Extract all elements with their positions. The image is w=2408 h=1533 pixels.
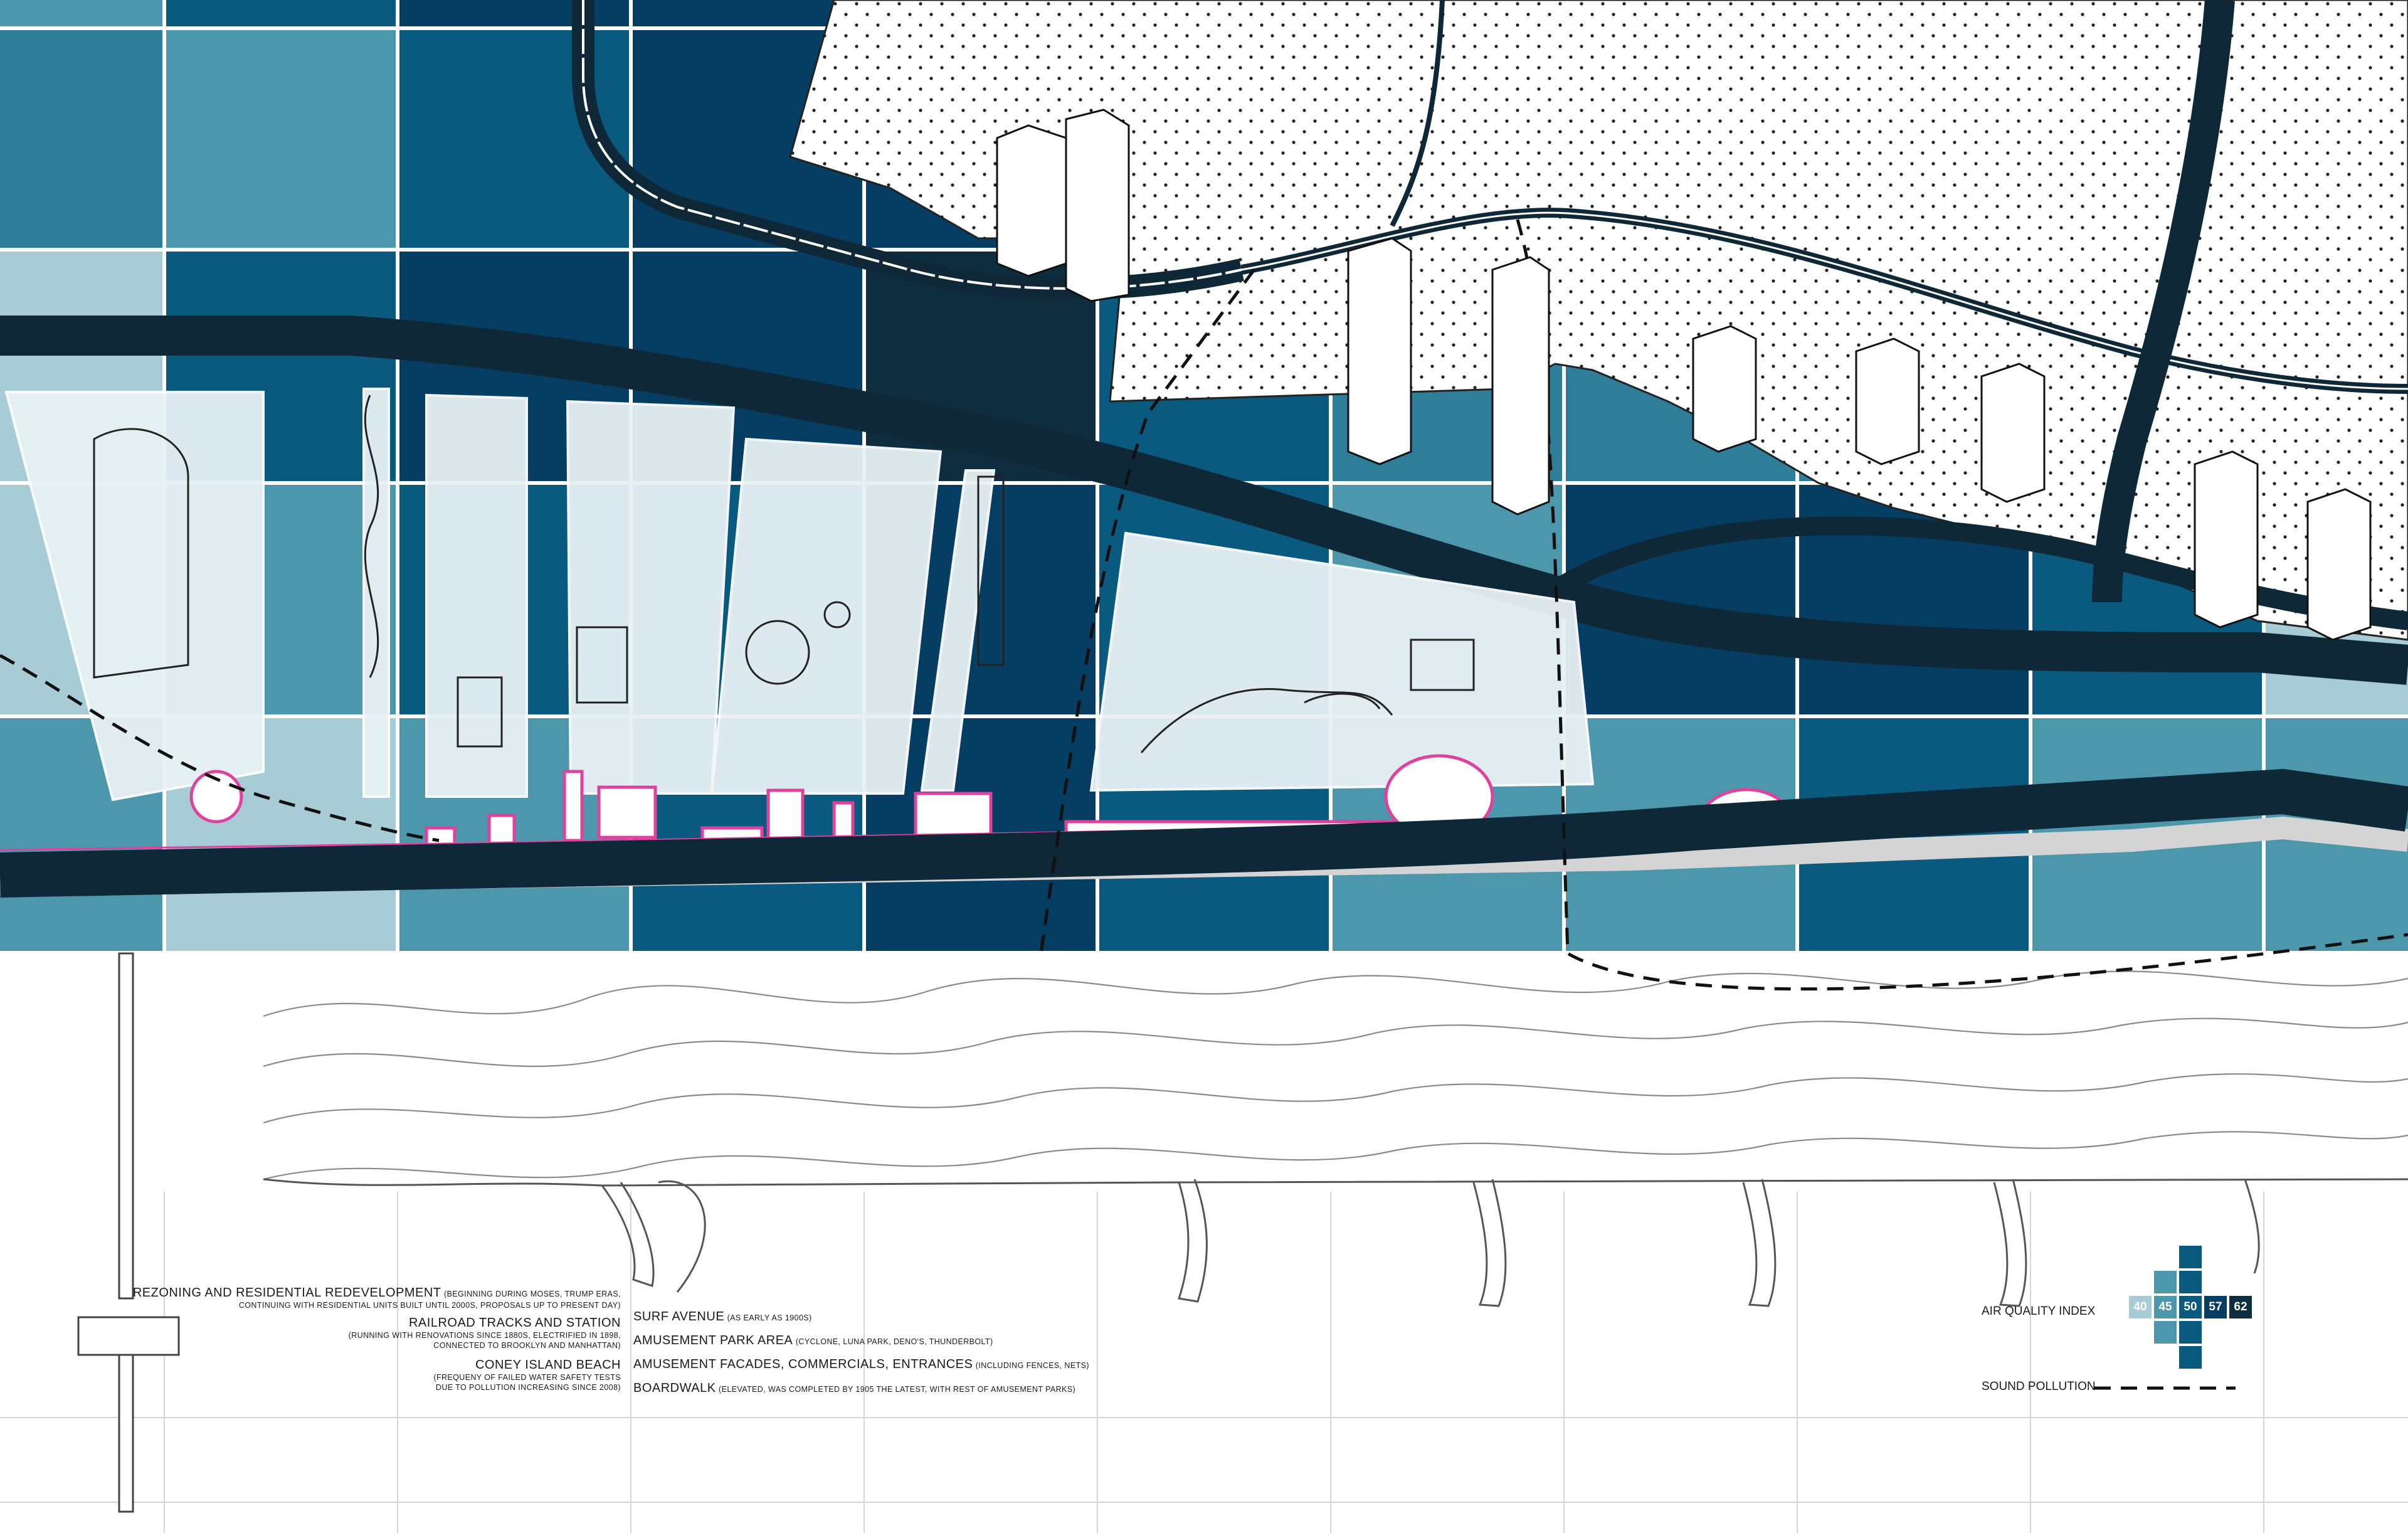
aq-cell-40: 40 (2129, 1296, 2152, 1318)
buildings (996, 109, 2372, 641)
sound-pollution-key (2094, 1386, 2236, 1390)
legend-amusement-park: AMUSEMENT PARK AREA (CYCLONE, LUNA PARK,… (633, 1334, 993, 1348)
surf-avenue (0, 768, 2408, 898)
air-quality-legend: 40 45 50 57 62 (2129, 1242, 2273, 1369)
legend-facades: AMUSEMENT FACADES, COMMERCIALS, ENTRANCE… (633, 1357, 1089, 1372)
legend-rezoning-title: REZONING AND RESIDENTIAL REDEVELOPMENT (132, 1286, 441, 1300)
legend-railroad-title: RAILROAD TRACKS AND STATION (408, 1316, 621, 1330)
legend-beach-note2: DUE TO POLLUTION INCREASING SINCE 2008) (435, 1383, 621, 1392)
legend-railroad-note2: CONNECTED TO BROOKLYN AND MANHATTAN) (433, 1341, 621, 1350)
legend-rezoning: REZONING AND RESIDENTIAL REDEVELOPMENT (… (94, 1286, 621, 1310)
legend-facades-note: (INCLUDING FENCES, NETS) (975, 1361, 1089, 1370)
ride-outlines (93, 395, 1475, 753)
legend-facades-title: AMUSEMENT FACADES, COMMERCIALS, ENTRANCE… (633, 1357, 973, 1371)
aq-cell-57: 57 (2204, 1296, 2227, 1318)
legend-boardwalk-title: BOARDWALK (633, 1381, 716, 1395)
aq-cell-62: 62 (2229, 1296, 2252, 1318)
aq-stack (2179, 1246, 2202, 1268)
legend-beach-note: (FREQUENY OF FAILED WATER SAFETY TESTS (433, 1373, 621, 1382)
legend-beach: CONEY ISLAND BEACH (FREQUENY OF FAILED W… (94, 1358, 621, 1392)
pier (77, 952, 180, 1513)
aq-stack (2179, 1271, 2202, 1293)
roads (0, 316, 2408, 685)
air-quality-label: AIR QUALITY INDEX (1982, 1305, 2096, 1318)
aq-cell-45: 45 (2154, 1296, 2177, 1318)
aq-cell-50: 50 (2179, 1296, 2202, 1318)
legend-amusement-park-title: AMUSEMENT PARK AREA (633, 1334, 793, 1347)
legend-beach-title: CONEY ISLAND BEACH (475, 1358, 621, 1372)
legend-railroad-note: (RUNNING WITH RENOVATIONS SINCE 1880s, E… (348, 1331, 621, 1340)
legend-rezoning-note-inline: (BEGINNING DURING MOSES, TRUMP ERAS, (443, 1290, 621, 1298)
railroad-tracks (572, 0, 2408, 603)
sound-pollution-label: SOUND POLLUTION (1982, 1380, 2096, 1393)
coney-island-beach (0, 951, 2408, 1533)
legend-rezoning-note: CONTINUING WITH RESIDENTIAL UNITS BUILT … (238, 1301, 621, 1310)
legend-surf-avenue-note: (AS EARLY AS 1900s) (727, 1313, 812, 1322)
aq-stack (2154, 1321, 2177, 1344)
legend-amusement-park-note: (CYCLONE, LUNA PARK, DENO'S, THUNDERBOLT… (795, 1337, 993, 1346)
aq-stack (2179, 1346, 2202, 1369)
aq-stack (2179, 1321, 2202, 1344)
legend-boardwalk-note: (ELEVATED, WAS COMPLETED BY 1905 THE LAT… (719, 1385, 1076, 1394)
legend-boardwalk: BOARDWALK (ELEVATED, WAS COMPLETED BY 19… (633, 1381, 1075, 1396)
legend-surf-avenue: SURF AVENUE (AS EARLY AS 1900s) (633, 1310, 812, 1324)
aq-stack (2154, 1271, 2177, 1293)
legend-railroad: RAILROAD TRACKS AND STATION (RUNNING WIT… (94, 1316, 621, 1350)
legend-surf-avenue-title: SURF AVENUE (633, 1310, 725, 1323)
